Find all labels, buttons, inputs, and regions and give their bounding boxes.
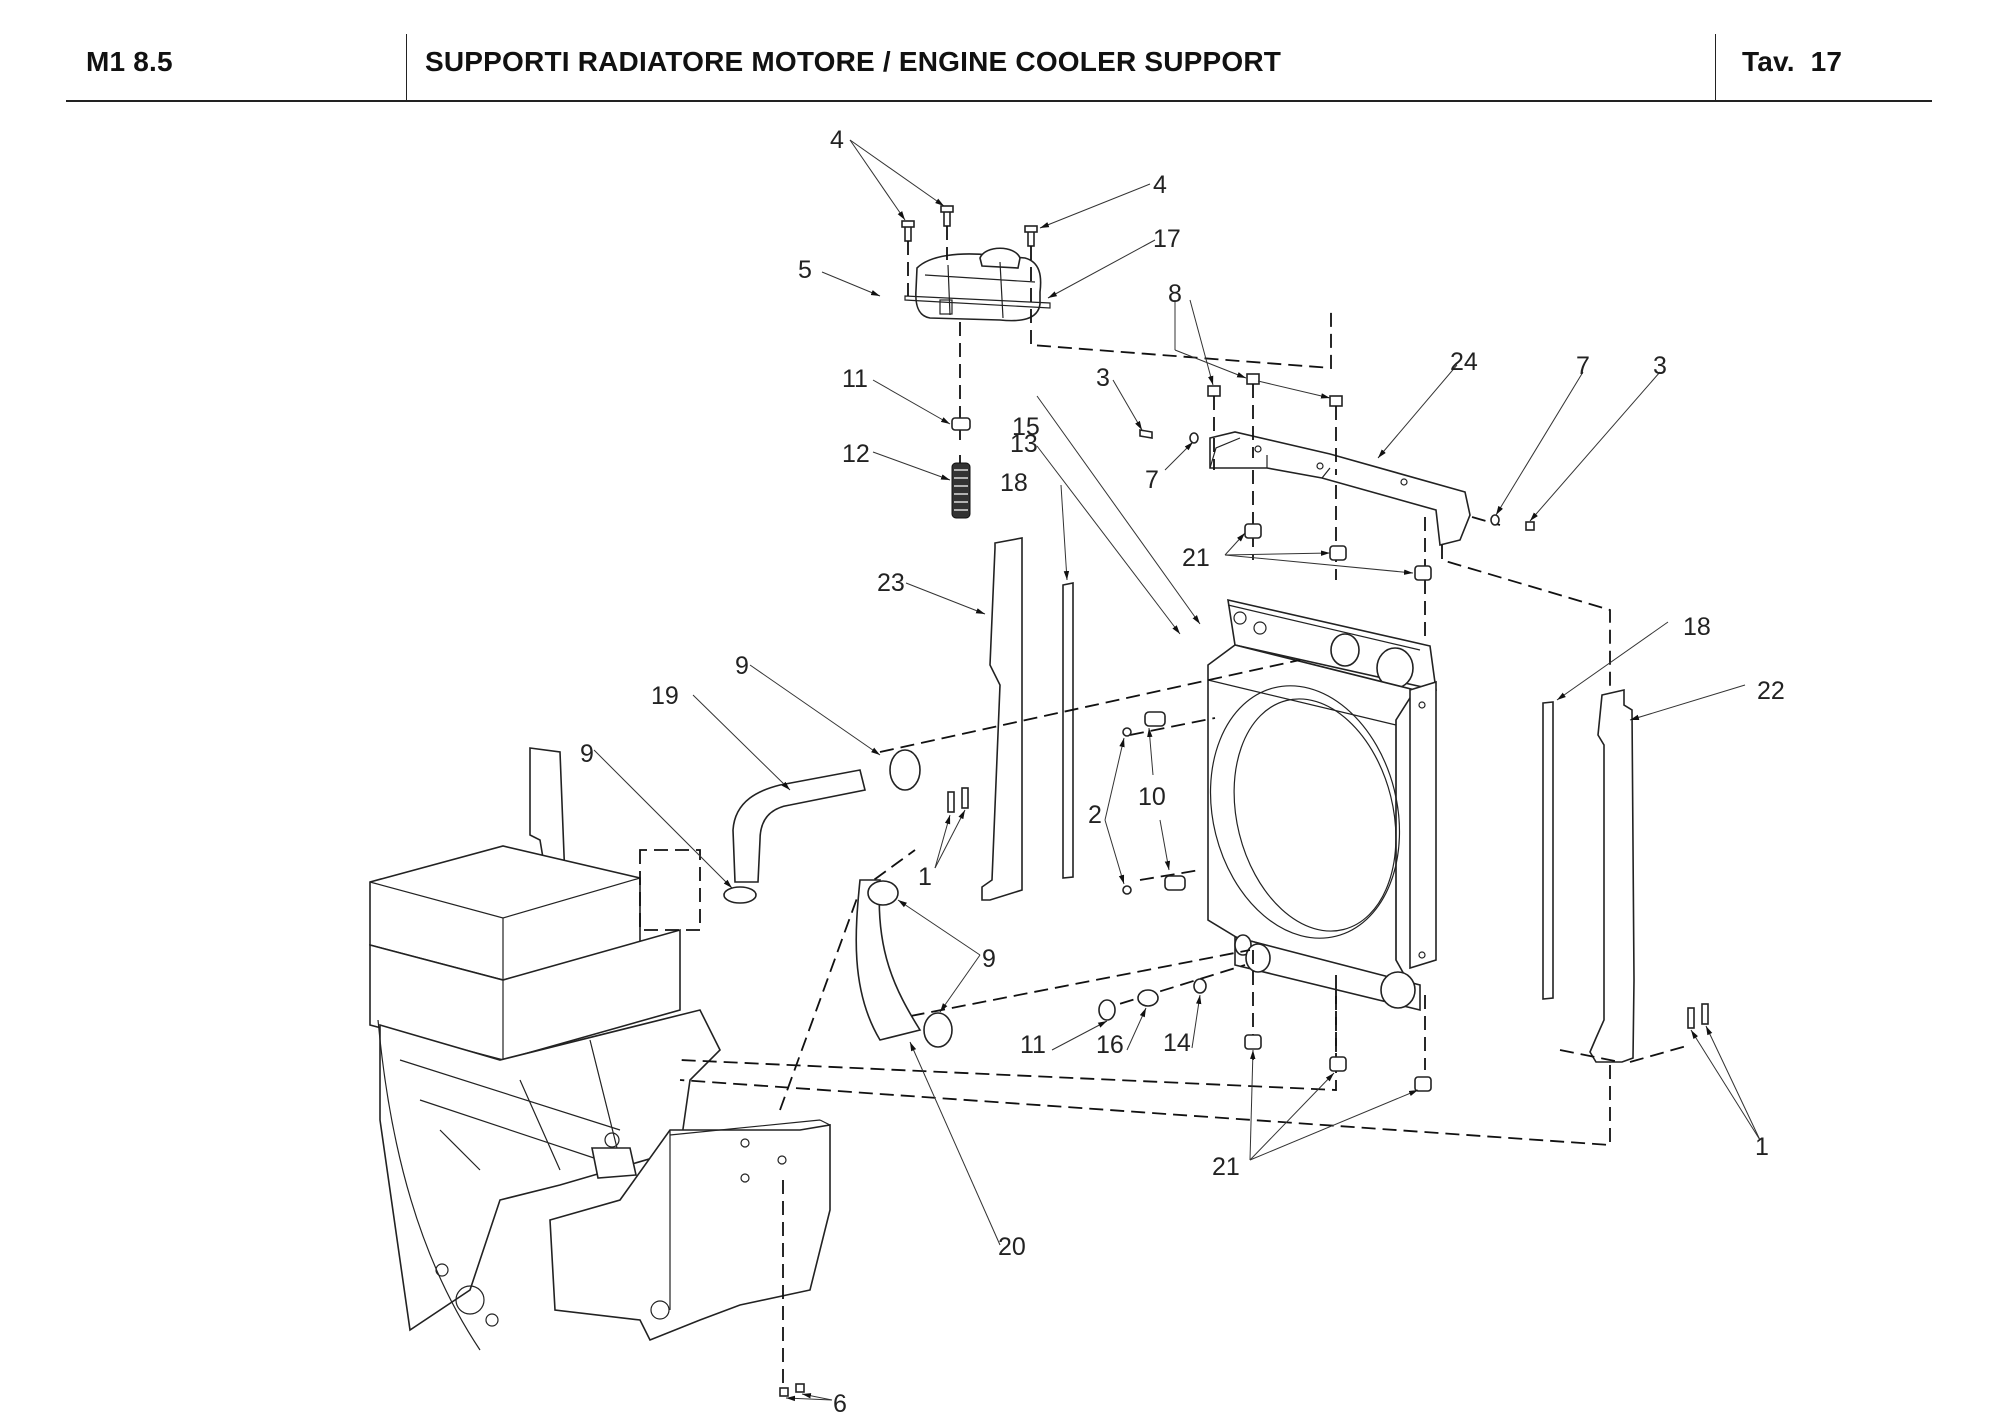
callout-7: 7 — [1576, 352, 1590, 380]
callout-19: 19 — [651, 682, 679, 710]
callout-14: 14 — [1163, 1029, 1191, 1057]
radiator — [1207, 598, 1437, 1012]
callout-1: 1 — [1755, 1133, 1769, 1161]
callout-3: 3 — [1096, 364, 1110, 392]
callout-labels: 4 4 17 5 8 3 7 24 7 3 11 12 15 13 18 21 … — [580, 126, 1785, 1414]
hose-clamp — [889, 749, 921, 791]
hose-nut — [951, 417, 971, 431]
callout-21: 21 — [1212, 1153, 1240, 1181]
hose-clamp — [867, 880, 899, 906]
callout-9: 9 — [580, 740, 594, 768]
callout-9: 9 — [735, 652, 749, 680]
upper-hose — [732, 769, 866, 883]
callout-10: 10 — [1138, 783, 1166, 811]
top-bracket — [1209, 431, 1471, 546]
bracket-nuts — [1207, 373, 1343, 407]
callout-16: 16 — [1096, 1031, 1124, 1059]
callout-23: 23 — [877, 569, 905, 597]
page-title: SUPPORTI RADIATORE MOTORE / ENGINE COOLE… — [425, 46, 1282, 77]
engine-assembly — [369, 747, 831, 1351]
model-code: M1 8.5 — [86, 46, 173, 77]
table-number: Tav. 17 — [1742, 46, 1843, 77]
callout-20: 20 — [998, 1233, 1026, 1261]
side-bracket-right — [1589, 688, 1635, 1063]
callout-1: 1 — [918, 863, 932, 891]
side-bracket-left — [981, 537, 1023, 901]
callout-3: 3 — [1653, 352, 1667, 380]
callout-11: 11 — [1020, 1031, 1046, 1059]
callout-4: 4 — [830, 126, 844, 154]
callout-22: 22 — [1757, 677, 1785, 705]
callout-24: 24 — [1450, 348, 1478, 376]
callout-15: 15 — [1012, 413, 1040, 441]
seal-strip-left — [1062, 582, 1074, 879]
seal-strip-right — [1542, 701, 1554, 1000]
header-divider — [406, 34, 407, 100]
hose-clamp — [723, 886, 757, 904]
callout-13: 13 — [1010, 430, 1038, 458]
callout-18: 18 — [1000, 469, 1028, 497]
callout-8: 8 — [1168, 280, 1182, 308]
expansion-tank — [904, 247, 1051, 322]
callout-9: 9 — [982, 945, 996, 973]
hose-clamp — [923, 1012, 953, 1048]
callout-17: 17 — [1153, 225, 1181, 253]
lower-hose — [855, 879, 922, 1041]
callout-7: 7 — [1145, 466, 1159, 494]
callout-6: 6 — [833, 1390, 847, 1414]
callout-18: 18 — [1683, 613, 1711, 641]
callout-12: 12 — [842, 440, 870, 468]
leader-lines — [593, 139, 1761, 1402]
callout-2: 2 — [1088, 801, 1102, 829]
coil-spring — [951, 462, 971, 519]
callout-4: 4 — [1153, 171, 1167, 199]
header-divider — [1715, 34, 1716, 100]
header-rule — [66, 100, 1932, 102]
callout-21: 21 — [1182, 544, 1210, 572]
callout-11: 11 — [842, 365, 868, 393]
callout-5: 5 — [798, 256, 812, 284]
tank-bolts — [901, 205, 1038, 247]
